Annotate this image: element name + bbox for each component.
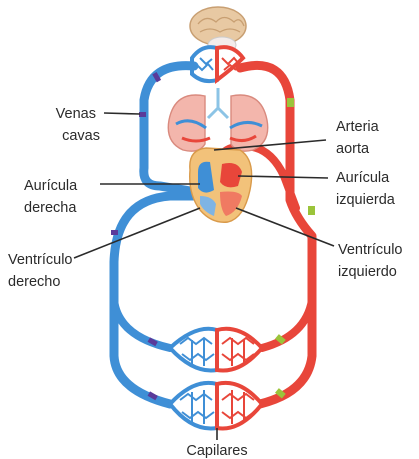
lungs-illustration xyxy=(168,88,267,151)
inferior-vena-cava xyxy=(114,196,196,404)
label-ventriculo-derecho: Ventrículo derecho xyxy=(8,252,77,290)
label-auricula-izquierda: Aurícula izquierda xyxy=(336,170,396,208)
capillary-bed-lower xyxy=(170,383,262,429)
label-venas-cavas: Venas cavas xyxy=(56,106,100,144)
capillary-bed-upper xyxy=(170,329,262,371)
label-capilares: Capilares xyxy=(186,443,247,459)
leader-venas-cavas xyxy=(104,113,140,114)
label-ventriculo-izquierdo: Ventrículo izquierdo xyxy=(338,242,407,280)
leader-ventriculo-izquierdo xyxy=(236,208,334,246)
label-arteria-aorta: Arteria aorta xyxy=(336,119,383,157)
head-capillaries xyxy=(192,47,243,81)
leader-ventriculo-derecho xyxy=(74,208,200,258)
label-auricula-derecha: Aurícula derecha xyxy=(24,178,81,216)
